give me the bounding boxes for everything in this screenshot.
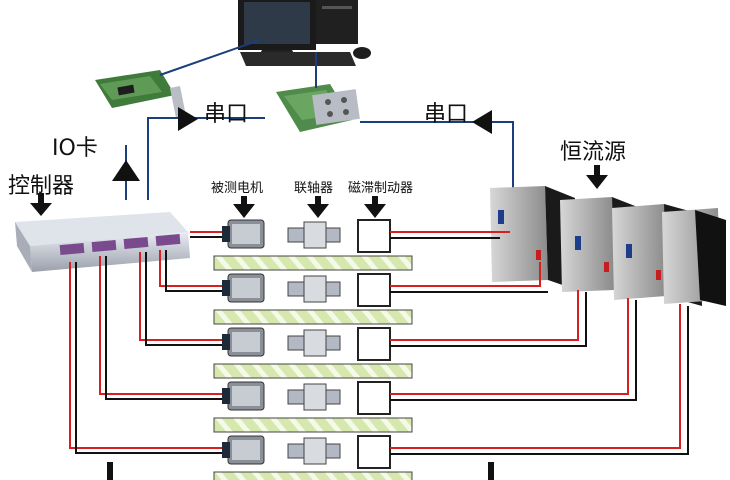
label-hysteresis-brake: 磁滞制动器: [348, 181, 414, 196]
test-station-row: [213, 327, 413, 379]
serial-bus-lines: [125, 39, 514, 200]
current-source-unit: [662, 208, 726, 306]
arrow-io-up: [112, 160, 140, 181]
controller-motor-wiring: [69, 231, 222, 454]
arrow-controller-down: [30, 193, 52, 216]
arrow-current-source-down: [586, 165, 608, 189]
label-coupling: 联轴器: [294, 181, 334, 196]
io-card-board: [95, 70, 186, 118]
bottom-cable-stub: [488, 462, 494, 480]
station-base-plate: [213, 471, 413, 480]
computer: [238, 0, 371, 66]
brake-icon: [357, 381, 391, 415]
station-base-plate: [213, 417, 413, 433]
arrow-motor-down: [233, 196, 255, 218]
test-station-row: [213, 219, 413, 271]
brake-source-wiring: [390, 231, 689, 455]
brake-icon: [357, 435, 391, 469]
brake-icon: [357, 327, 391, 361]
label-controller: 控制器: [8, 174, 75, 199]
arrow-serial-right: [472, 110, 492, 134]
keyboard: [240, 52, 356, 66]
brake-icon: [357, 273, 391, 307]
serial-card-board: [276, 84, 360, 132]
station-base-plate: [213, 309, 413, 325]
controller-unit: [15, 212, 190, 272]
brake-icon: [357, 219, 391, 253]
arrow-serial-left: [178, 107, 198, 131]
label-serial-right: 串口: [424, 102, 469, 127]
arrow-coupling-down: [307, 196, 329, 218]
station-base-plate: [213, 255, 413, 271]
label-constant-current-source: 恒流源: [560, 140, 627, 165]
test-station-row: [213, 381, 413, 433]
mouse: [353, 47, 371, 59]
label-serial-left: 串口: [204, 102, 249, 127]
bottom-cable-stub: [107, 462, 113, 480]
label-io-card: IO卡: [52, 136, 98, 161]
arrow-brake-down: [364, 196, 386, 218]
label-motor-under-test: 被测电机: [211, 181, 264, 196]
test-station-row: [213, 273, 413, 325]
current-source-units: [490, 186, 726, 306]
test-station-row: [213, 435, 413, 480]
test-stations: [213, 219, 413, 480]
station-base-plate: [213, 363, 413, 379]
